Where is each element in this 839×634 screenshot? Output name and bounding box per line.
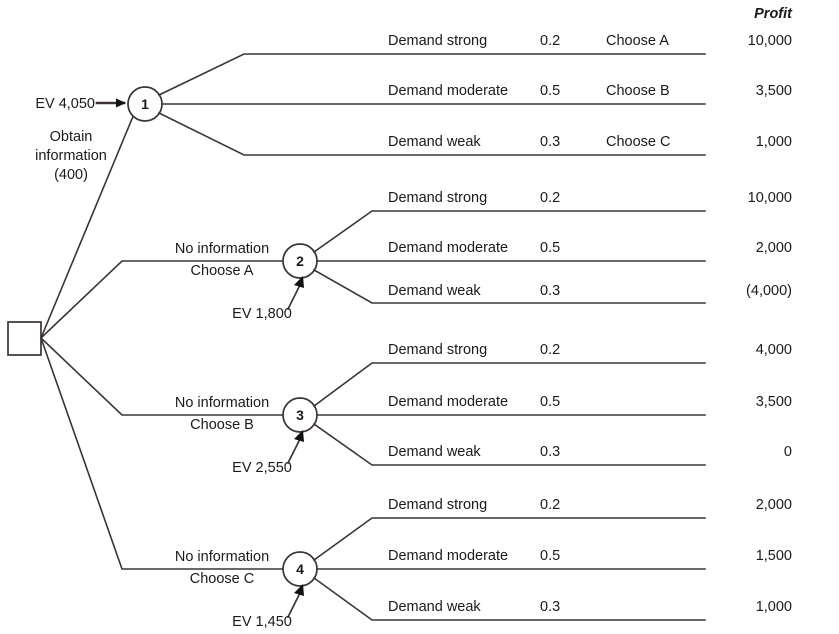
node-1-branch-2-profit: 1,000 — [755, 134, 792, 150]
node-1-branch-0-probability: 0.2 — [540, 33, 561, 49]
node-2-branch-weak — [312, 268, 706, 304]
node-4-branch-0-profit: 2,000 — [755, 497, 792, 513]
node-1-branch-1-probability: 0.5 — [540, 83, 561, 99]
node-2-branch-0-probability: 0.2 — [540, 190, 561, 206]
profit-column-header: Profit — [754, 6, 792, 22]
root-branch-no-info-b-label-above: No information — [174, 395, 270, 411]
node-3-branch-2-profit: 0 — [783, 444, 792, 460]
node-3-branch-0-probability: 0.2 — [540, 342, 561, 358]
node-4-ev-arrowhead — [294, 584, 304, 596]
node-3-branch-0-state: Demand strong — [388, 342, 488, 358]
node-2-branch-0-state: Demand strong — [388, 190, 488, 206]
node-2-branch-1-profit: 2,000 — [755, 240, 792, 256]
decision-square-node — [7, 321, 42, 356]
node-4-branch-1-profit: 1,500 — [755, 548, 792, 564]
node-4-branch-1-probability: 0.5 — [540, 548, 561, 564]
node-4-branch-1-state: Demand moderate — [388, 548, 509, 564]
root-branch-no-info-c-label-below: Choose C — [189, 571, 255, 587]
node-3-branch-weak — [312, 422, 706, 466]
node-4-branch-2-profit: 1,000 — [755, 599, 792, 615]
node-1-number: 1 — [141, 96, 149, 112]
node-1-branch-2-state: Demand weak — [388, 134, 481, 150]
node-3-branch-strong — [312, 362, 706, 408]
root-branch-no-info-b — [39, 336, 289, 416]
obtain-info-line-1: Obtain — [49, 129, 93, 145]
node-4-number: 4 — [296, 561, 304, 577]
node-2-branch-2-profit: (4,000) — [746, 283, 792, 299]
node-4-branch-0-probability: 0.2 — [540, 497, 561, 513]
node-1-branch-strong — [157, 53, 706, 97]
node-4-branch-weak — [312, 576, 706, 621]
root-branch-no-info-a — [39, 260, 289, 340]
node-4-branch-2-state: Demand weak — [388, 599, 481, 615]
root-branch-obtain-info-label: Obtain information (400) — [35, 128, 107, 185]
root-branch-no-info-a-label-above: No information — [174, 241, 270, 257]
node-3-ev-label: EV 2,550 — [232, 460, 292, 476]
node-1-branch-0-profit: 10,000 — [747, 33, 792, 49]
node-2-branch-2-probability: 0.3 — [540, 283, 561, 299]
node-2-ev-label: EV 1,800 — [232, 306, 292, 322]
node-4-branch-strong — [312, 517, 706, 562]
node-2-branch-strong — [312, 210, 706, 254]
node-1-branch-1-profit: 3,500 — [755, 83, 792, 99]
root-branch-no-info-b-label-below: Choose B — [190, 417, 254, 433]
root-branch-obtain-info — [39, 112, 136, 340]
node-1-ev-label: EV 4,050 — [35, 96, 95, 112]
node-3-ev-arrowhead — [294, 430, 304, 442]
node-3-branch-2-state: Demand weak — [388, 444, 481, 460]
root-branch-no-info-c — [39, 336, 289, 570]
node-1-branch-2-decision: Choose C — [606, 134, 671, 150]
node-3-branch-1-profit: 3,500 — [755, 394, 792, 410]
node-4-ev-label: EV 1,450 — [232, 614, 292, 630]
node-2-branch-1-probability: 0.5 — [540, 240, 561, 256]
root-branch-no-info-a-label-below: Choose A — [190, 263, 254, 279]
obtain-info-line-3: (400) — [54, 166, 88, 183]
node-1-branch-1-decision: Choose B — [606, 83, 670, 99]
node-3-branch-1-state: Demand moderate — [388, 394, 509, 410]
node-2-branch-1-state: Demand moderate — [388, 240, 509, 256]
obtain-info-line-2: information — [35, 147, 107, 164]
node-1-ev-arrowhead — [116, 98, 126, 108]
node-3-branch-0-profit: 4,000 — [755, 342, 792, 358]
node-1-branch-0-state: Demand strong — [388, 33, 488, 49]
node-1-branch-0-decision: Choose A — [606, 33, 669, 49]
node-2-branch-2-state: Demand weak — [388, 283, 481, 299]
node-4-branch-2-probability: 0.3 — [540, 599, 561, 615]
node-3-branch-1-probability: 0.5 — [540, 394, 561, 410]
node-1-branch-1-state: Demand moderate — [388, 83, 509, 99]
node-3-number: 3 — [296, 407, 304, 423]
node-1-branch-2-probability: 0.3 — [540, 134, 561, 150]
node-4-branch-0-state: Demand strong — [388, 497, 488, 513]
node-2-ev-arrowhead — [294, 276, 304, 288]
node-1-branch-weak — [157, 111, 706, 156]
node-2-branch-0-profit: 10,000 — [747, 190, 792, 206]
root-branch-no-info-c-label-above: No information — [174, 549, 270, 565]
node-2-number: 2 — [296, 253, 304, 269]
node-3-branch-2-probability: 0.3 — [540, 444, 561, 460]
